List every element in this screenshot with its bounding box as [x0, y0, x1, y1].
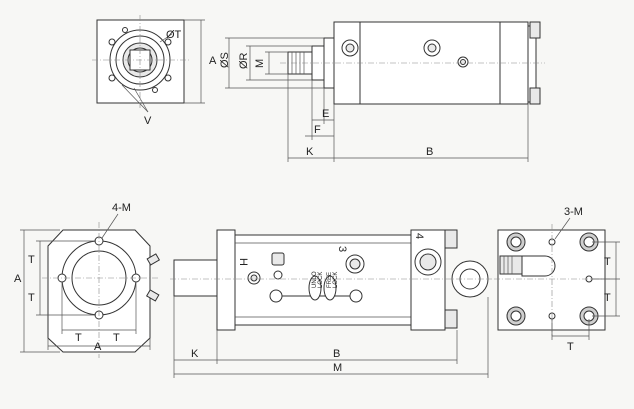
label-phi-r: ØR	[238, 52, 250, 69]
label-a-left: A	[14, 273, 22, 285]
rear-fitting	[499, 255, 523, 275]
label-t-left-lower: T	[28, 292, 35, 304]
valve-right-top: FREE	[327, 272, 333, 288]
label-a-top: A	[209, 55, 217, 67]
end-hole-1	[108, 38, 116, 46]
label-4: 4	[413, 233, 425, 239]
label-4m: 4-M	[112, 202, 131, 214]
top-side-view: ØS ØR M E F K B	[219, 21, 545, 162]
end-hole-6	[152, 87, 158, 93]
end-hole-3	[108, 74, 116, 82]
label-e: E	[322, 108, 329, 120]
label-h: H	[237, 258, 249, 266]
bottom-side-view: UNLO LOCK FREE LOCK H 3 4 K B M	[170, 229, 492, 378]
valve-left-top: UNLO	[312, 271, 318, 288]
label-t-left-upper: T	[28, 254, 35, 266]
label-t-right-lower: T	[604, 292, 611, 304]
end-hole-4	[164, 74, 172, 82]
fitting-lower	[145, 289, 160, 302]
label-b-bottom: B	[333, 348, 340, 360]
end-hole-5	[122, 27, 128, 33]
label-k-bottom: K	[191, 348, 199, 360]
cap-screw-top	[529, 21, 541, 39]
label-b-top: B	[426, 146, 433, 158]
rear-lug	[521, 255, 556, 277]
fitting-top	[271, 252, 285, 266]
rear-screw-bottom	[444, 309, 458, 329]
label-phi-s: ØS	[219, 52, 231, 68]
front-flange	[216, 229, 236, 331]
label-k-top: K	[306, 146, 314, 158]
label-v: V	[144, 115, 152, 127]
valve-left	[308, 275, 322, 301]
rear-screw-top	[444, 229, 458, 249]
label-f: F	[314, 124, 321, 136]
valve-right	[323, 275, 337, 301]
label-phi-t: ØT	[166, 29, 182, 41]
label-t-bottom-right: T	[113, 332, 120, 344]
top-end-view: ØT A V	[92, 15, 217, 127]
main-body	[234, 234, 412, 326]
bottom-end-view: 4-M A T T T T A	[14, 202, 161, 358]
valve-knob-left	[269, 289, 283, 303]
cap-screw-bottom	[529, 87, 541, 105]
label-t-right-upper: T	[604, 256, 611, 268]
rear-block	[410, 229, 446, 331]
piston-rod	[173, 259, 219, 297]
bottom-rear-view: 3-M T T T	[494, 206, 620, 353]
label-m-top: M	[254, 59, 266, 68]
label-3: 3	[336, 246, 348, 252]
fitting-upper	[146, 253, 161, 266]
label-m-bottom: M	[333, 362, 342, 374]
label-3m: 3-M	[564, 206, 583, 218]
label-a-bottom: A	[94, 341, 102, 353]
valve-left-bottom: LOCK	[318, 272, 324, 288]
valve-knob-right	[349, 289, 363, 303]
valve-right-bottom: LOCK	[333, 272, 339, 288]
label-t-bottom-left: T	[75, 332, 82, 344]
label-t-right-bottom: T	[567, 341, 574, 353]
end-hole-2	[164, 38, 172, 46]
